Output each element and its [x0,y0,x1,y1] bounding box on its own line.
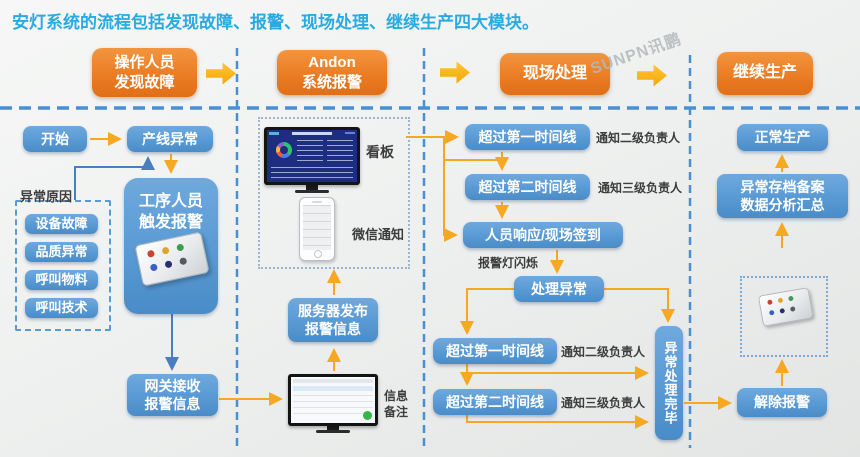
node-reason-equipment: 设备故障 [25,214,98,234]
header-resume-production: 继续生产 [717,52,813,95]
wechat-phone-image [299,197,335,261]
node-reason-technology: 呼叫技术 [25,298,98,318]
label-notify-level3b: 通知三级负责人 [561,396,646,410]
node-timeline2b: 超过第二时间线 [433,389,557,415]
node-timeline1b: 超过第一时间线 [433,338,557,364]
label-notify-level2: 通知二级负责人 [596,131,681,145]
node-archive-analysis: 异常存档备案 数据分析汇总 [717,174,848,218]
label-alarm-lamp-flash: 报警灯闪烁 [478,256,539,270]
node-handle-abnormal: 处理异常 [514,276,604,302]
node-reason-material: 呼叫物料 [25,270,98,290]
release-device-group-box [740,276,828,357]
header-site-handling: 现场处理 [500,53,610,95]
remark-screen-image [288,374,378,433]
node-respond-signin: 人员响应/现场签到 [463,222,623,248]
label-info-remark: 信息 备注 [384,389,409,419]
node-line-abnormal: 产线异常 [127,126,213,152]
node-server-publish: 服务器发布 报警信息 [288,298,378,342]
node-start: 开始 [23,126,87,152]
page-title: 安灯系统的流程包括发现故障、报警、现场处理、继续生产四大模块。 [12,13,539,32]
header-operator-fault: 操作人员 发现故障 [92,48,197,97]
label-notify-level3: 通知三级负责人 [598,181,683,195]
node-normal-production: 正常生产 [737,124,828,151]
node-release-alarm: 解除报警 [737,388,827,417]
label-abnormal-reason: 异常原因 [20,189,73,204]
label-kanban: 看板 [366,144,394,160]
node-timeline1: 超过第一时间线 [465,124,590,150]
alarm-output-group-box [258,117,410,269]
kanban-screen-image [264,127,360,193]
node-reason-quality: 品质异常 [25,242,98,262]
node-abnormal-handled: 异常处理完毕 [655,326,683,440]
label-notify-level2b: 通知二级负责人 [561,345,646,359]
header-andon-alarm: Andon 系统报警 [277,50,387,95]
node-timeline2: 超过第二时间线 [465,174,590,200]
node-gateway-receive: 网关接收 报警信息 [127,374,218,416]
label-wechat-notify: 微信通知 [352,227,405,242]
reason-group-box [15,200,111,331]
